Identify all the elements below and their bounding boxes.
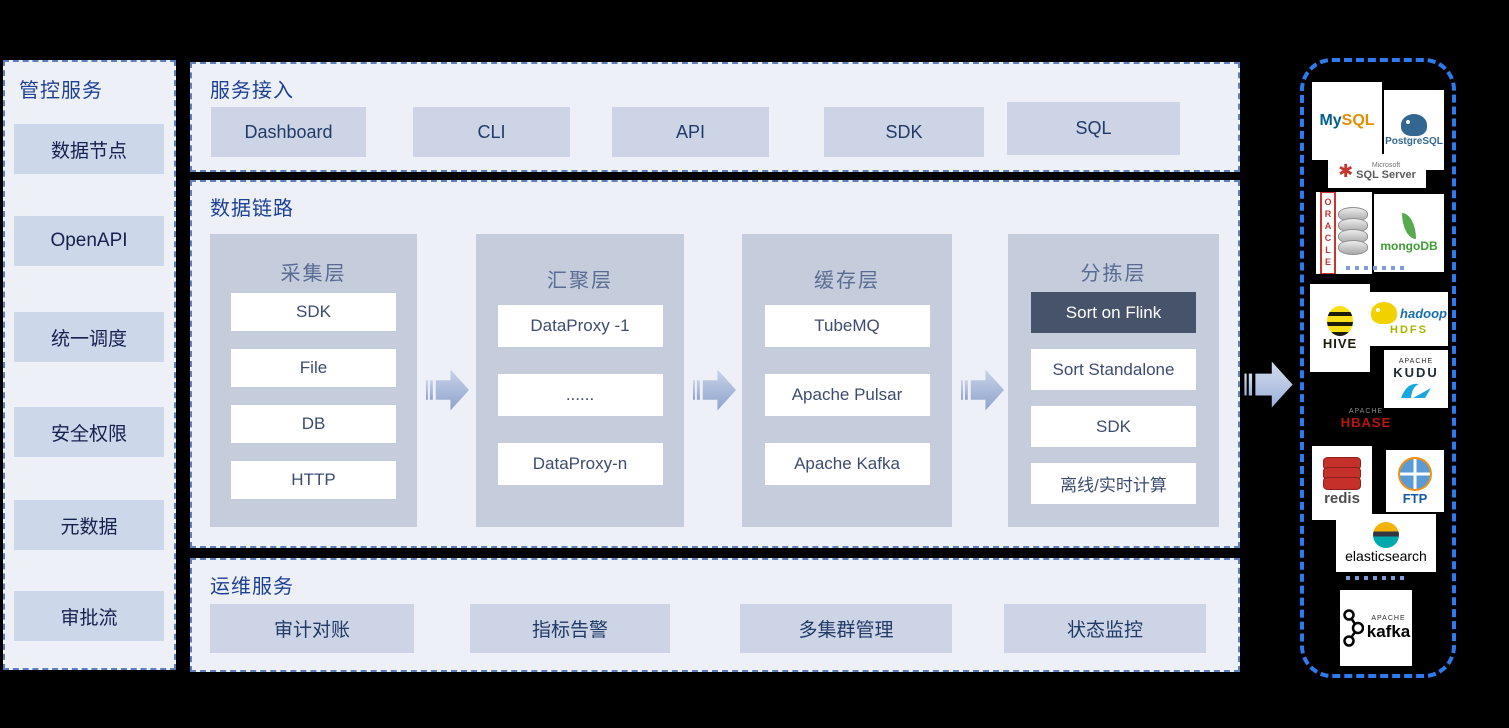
striped-arrow-icon (692, 369, 737, 411)
ops-node-audit-reconciliation: 审计对账 (210, 604, 414, 653)
aggregation-layer-column: 汇聚层 DataProxy -1 ...... DataProxy-n (476, 234, 684, 527)
dotted-separator (1346, 266, 1404, 270)
sort-node-sort-standalone: Sort Standalone (1031, 349, 1196, 390)
globe-icon (1398, 456, 1432, 491)
hbase-logo-text: HBASE (1340, 415, 1392, 430)
mongodb-leaf-icon (1402, 213, 1416, 239)
mongodb-logo-text: mongoDB (1380, 239, 1438, 253)
aggregation-layer-title: 汇聚层 (547, 270, 613, 292)
hive-bee-icon (1327, 305, 1353, 336)
sqlserver-star-icon: ✱ (1338, 161, 1354, 181)
striped-arrow-icon (1244, 361, 1293, 408)
striped-arrow-icon (425, 369, 470, 411)
collection-node-db: DB (231, 405, 396, 443)
hadoop-elephant-icon (1371, 302, 1398, 324)
access-node-dashboard: Dashboard (211, 107, 366, 157)
sidebar-item-unified-scheduling: 统一调度 (14, 312, 164, 362)
kudu-logo-text: KUDU (1393, 365, 1439, 380)
hbase-logo: APACHE HBASE (1330, 404, 1402, 434)
redis-logo-text: redis (1324, 489, 1360, 507)
sidebar-item-metadata: 元数据 (14, 500, 164, 550)
collection-layer-title: 采集层 (280, 263, 347, 285)
hadoop-logo-text: hadoop (1400, 305, 1447, 321)
collection-node-sdk: SDK (231, 293, 396, 331)
management-services-title: 管控服务 (19, 80, 103, 102)
ftp-logo: FTP (1386, 450, 1444, 512)
kafka-brand-text: APACHE (1371, 614, 1406, 622)
sidebar-item-approval-flow: 审批流 (14, 591, 164, 641)
collection-node-file: File (231, 349, 396, 387)
sqlserver-brand-text: Microsoft (1371, 161, 1401, 169)
access-node-sdk: SDK (824, 107, 984, 157)
cache-node-apache-kafka: Apache Kafka (764, 443, 930, 485)
aggregation-node-dataproxy-1: DataProxy -1 (497, 305, 663, 347)
hive-logo: HIVE (1310, 284, 1370, 372)
oracle-logo: ORACLE (1316, 192, 1372, 274)
postgresql-logo-text: PostgreSQL (1385, 135, 1443, 147)
sort-layer-title: 分拣层 (1080, 263, 1147, 285)
storage-sinks-panel: MySQL PostgreSQL ✱ Microsoft SQL Server … (1300, 58, 1456, 678)
collection-node-http: HTTP (231, 461, 396, 499)
redis-logo: redis (1312, 446, 1372, 520)
hive-logo-text: HIVE (1322, 335, 1358, 351)
ops-node-metric-alert: 指标告警 (470, 604, 670, 653)
sidebar-item-openapi: OpenAPI (14, 216, 164, 266)
redis-stack-icon (1323, 456, 1361, 490)
kudu-antelope-icon (1401, 383, 1431, 398)
access-node-api: API (612, 107, 769, 157)
sidebar-item-data-node: 数据节点 (14, 124, 164, 174)
kafka-logo-text: kafka (1366, 621, 1411, 641)
access-node-cli: CLI (413, 107, 570, 157)
sqlserver-logo: ✱ Microsoft SQL Server (1328, 154, 1426, 188)
mysql-logo: MySQL (1312, 82, 1382, 160)
aggregation-node-dataproxy-n: DataProxy-n (497, 443, 663, 485)
data-link-panel: 数据链路 采集层 SDK File DB HTTP 汇聚层 DataProxy … (190, 180, 1240, 548)
sort-node-offline-realtime: 离线/实时计算 (1031, 463, 1196, 504)
hbase-brand-text: APACHE (1348, 408, 1384, 415)
striped-arrow-icon (960, 369, 1005, 411)
hdfs-logo-text: HDFS (1390, 324, 1428, 336)
service-access-title: 服务接入 (210, 80, 294, 102)
hadoop-hdfs-logo: hadoop HDFS (1370, 292, 1448, 346)
mysql-logo-text: My (1319, 112, 1342, 129)
oracle-logo-text: ORACLE (1320, 192, 1336, 274)
kafka-logo: APACHE kafka (1340, 590, 1412, 666)
ftp-logo-text: FTP (1402, 490, 1428, 506)
elasticsearch-logo-text: elasticsearch (1345, 548, 1427, 564)
mongodb-logo: mongoDB (1374, 194, 1444, 272)
operations-services-title: 运维服务 (210, 576, 294, 598)
ops-node-multi-cluster-management: 多集群管理 (740, 604, 952, 653)
ops-node-status-monitoring: 状态监控 (1004, 604, 1206, 653)
access-node-sql: SQL (1007, 102, 1180, 155)
operations-services-panel: 运维服务 审计对账 指标告警 多集群管理 状态监控 (190, 558, 1240, 672)
elasticsearch-logo: elasticsearch (1336, 514, 1436, 572)
cache-node-apache-pulsar: Apache Pulsar (764, 374, 930, 416)
aggregation-node-ellipsis: ...... (497, 374, 663, 416)
dotted-separator (1346, 576, 1404, 580)
collection-layer-column: 采集层 SDK File DB HTTP (210, 234, 417, 527)
sqlserver-logo-text: SQL Server (1356, 168, 1416, 181)
sort-layer-column: 分拣层 Sort on Flink Sort Standalone SDK 离线… (1008, 234, 1219, 527)
elasticsearch-icon (1373, 522, 1399, 548)
database-cylinder-icon (1338, 207, 1368, 255)
postgresql-elephant-icon (1401, 113, 1427, 136)
management-services-panel: 管控服务 数据节点 OpenAPI 统一调度 安全权限 元数据 审批流 (3, 60, 176, 670)
kudu-logo: APACHE KUDU (1384, 350, 1448, 408)
kafka-circles-icon (1343, 609, 1364, 647)
cache-layer-title: 缓存层 (814, 270, 880, 292)
service-access-panel: 服务接入 Dashboard CLI API SDK SQL (190, 62, 1240, 172)
cache-layer-column: 缓存层 TubeMQ Apache Pulsar Apache Kafka (742, 234, 952, 527)
sort-node-sort-on-flink: Sort on Flink (1031, 292, 1196, 333)
kudu-brand-text: APACHE (1398, 358, 1434, 365)
data-link-title: 数据链路 (210, 198, 294, 220)
cache-node-tubemq: TubeMQ (764, 305, 930, 347)
sidebar-item-security-permission: 安全权限 (14, 407, 164, 457)
sort-node-sdk: SDK (1031, 406, 1196, 447)
